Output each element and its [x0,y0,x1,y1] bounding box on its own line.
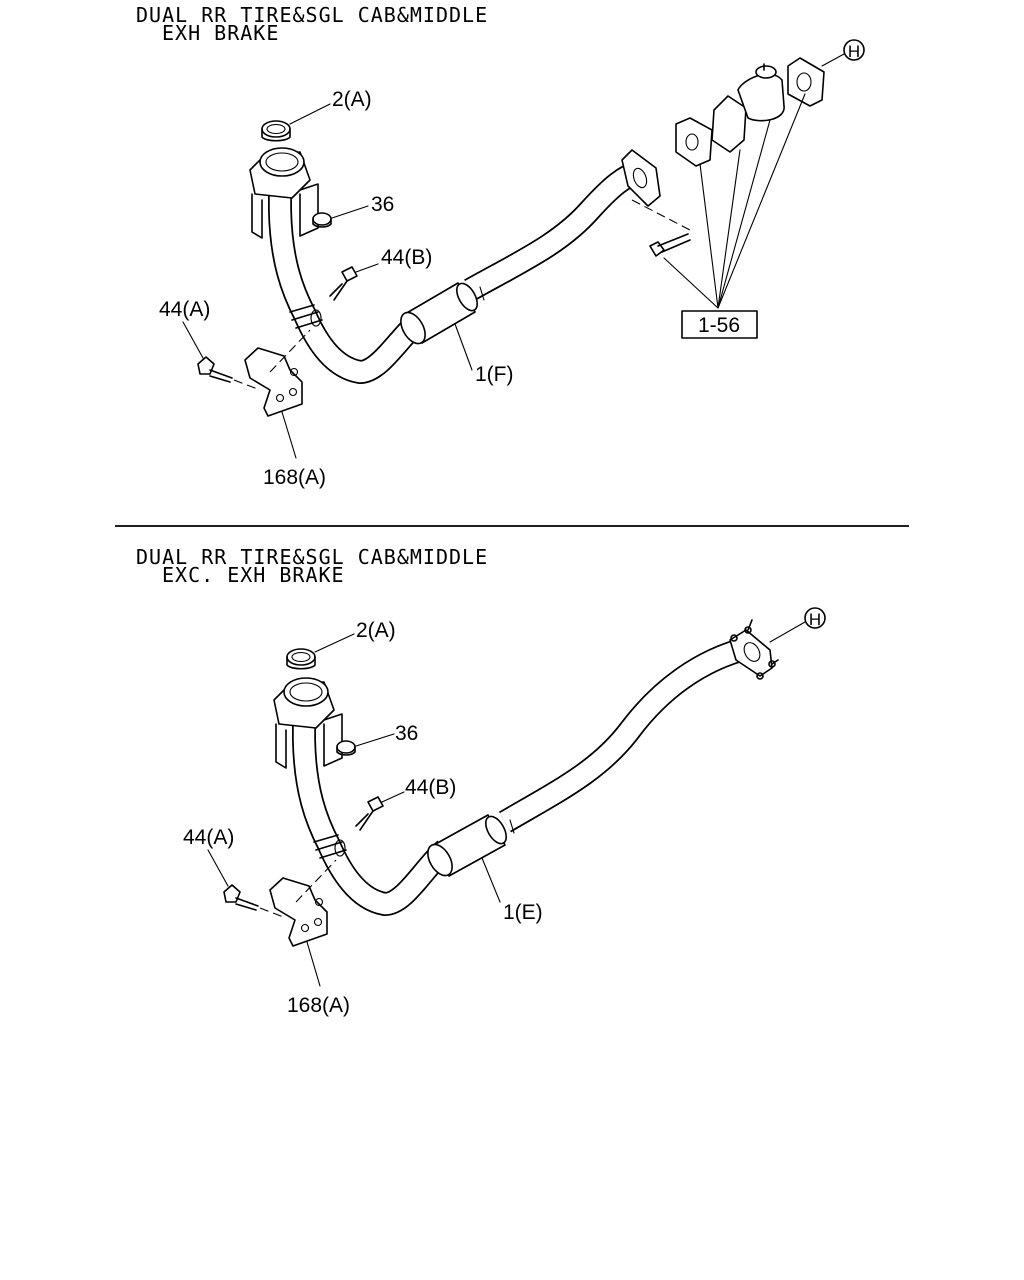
bottom-label-1e: 1(E) [503,901,543,924]
top-exhaust-brake-assembly [675,57,825,167]
bottom-clamp [313,834,347,859]
bottom-connector-h: H [769,607,826,643]
top-rear-bolt-part [649,233,691,257]
bottom-nut-part [336,740,356,756]
bottom-header-line1: DUAL RR TIRE&SGL CAB&MIDDLE [136,545,488,569]
top-catalytic-converter [400,282,485,345]
bottom-gasket-part [286,648,316,670]
top-bracket-part [244,329,311,417]
bottom-bracket-part [269,859,337,947]
top-bolt-44a-part [197,356,261,391]
bottom-label-44a: 44(A) [183,826,234,849]
top-clamp [289,304,323,329]
bottom-outlet-flange [729,619,779,680]
bottom-header-line2: EXC. EXH BRAKE [162,563,345,587]
bottom-label-36: 36 [395,722,418,745]
top-gasket-part [261,120,291,142]
top-nut-part [312,212,332,228]
bottom-connector-letter: H [809,610,821,629]
top-label-2a: 2(A) [332,88,372,111]
top-connector-h: H [821,39,865,67]
top-label-44a: 44(A) [159,298,210,321]
bottom-label-44b: 44(B) [405,776,456,799]
bottom-exhaust-pipe [292,636,752,916]
bottom-leaders [207,633,501,987]
bottom-inlet-flange [273,677,343,769]
top-section: DUAL RR TIRE&SGL CAB&MIDDLE EXH BRAKE [136,3,865,489]
top-bolt-44b-part [329,266,358,301]
top-reference-box: 1-56 [663,93,806,339]
bottom-bolt-44b-part [355,796,384,831]
bottom-bolt-44a-part [223,884,287,919]
top-inlet-flange [249,147,319,239]
top-outlet-flange [621,149,691,231]
top-header-line2: EXH BRAKE [162,21,279,45]
top-leaders [182,103,473,459]
top-connector-letter: H [848,42,860,61]
top-header-line1: DUAL RR TIRE&SGL CAB&MIDDLE [136,3,488,27]
top-label-1f: 1(F) [475,363,514,386]
top-label-168a: 168(A) [263,466,326,489]
bottom-section: DUAL RR TIRE&SGL CAB&MIDDLE EXC. EXH BRA… [136,545,826,1017]
top-reference-label: 1-56 [698,314,740,337]
top-label-36: 36 [371,193,394,216]
bottom-catalytic-converter [427,814,515,877]
bottom-label-168a: 168(A) [287,994,350,1017]
top-exhaust-pipe [268,158,648,384]
bottom-label-2a: 2(A) [356,619,396,642]
top-label-44b: 44(B) [381,246,432,269]
